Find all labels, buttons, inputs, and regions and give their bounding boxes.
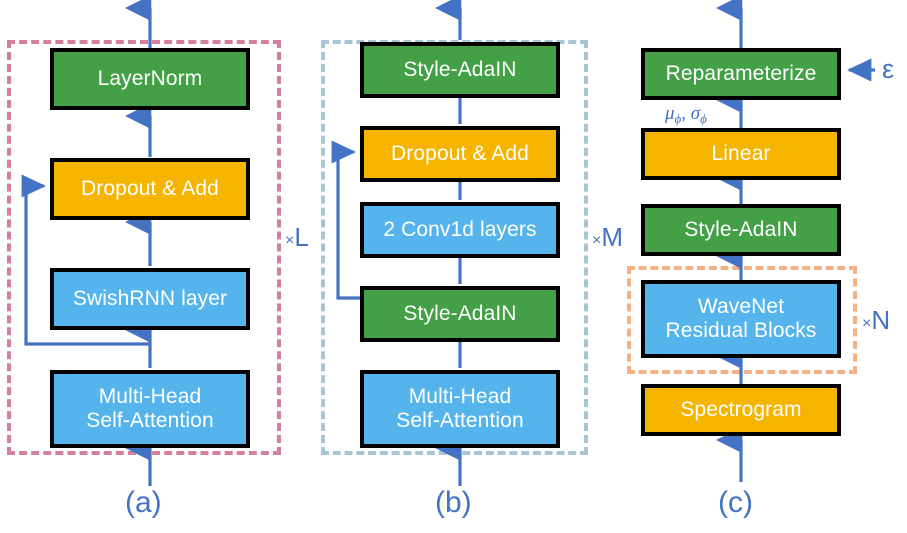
- panel-b-block-two-conv1d-layers[interactable]: 2 Conv1d layers: [360, 202, 560, 258]
- panel-a-caption: (a): [125, 486, 162, 519]
- panel-a-block-layernorm[interactable]: LayerNorm: [50, 48, 250, 110]
- mu-subscript: ϕ: [674, 111, 682, 126]
- panel-c-caption: (c): [718, 486, 753, 519]
- epsilon-input-label: ε: [882, 54, 895, 84]
- panel-a-repeat-label: ×L: [285, 222, 309, 253]
- panel-b-repeat-symbol: M: [601, 222, 624, 252]
- sigma-subscript: ϕ: [700, 111, 707, 126]
- panel-b-repeat-label: ×M: [592, 222, 623, 253]
- mu-symbol: μ: [665, 103, 675, 124]
- panel-c-block-wavenet-residual-blocks[interactable]: WaveNet Residual Blocks: [641, 280, 841, 358]
- panel-b-block-multi-head-self-attention[interactable]: Multi-Head Self-Attention: [360, 370, 560, 448]
- panel-c-block-linear[interactable]: Linear: [641, 128, 841, 180]
- panel-b-block-dropout-add[interactable]: Dropout & Add: [360, 126, 560, 182]
- sigma-symbol: σ: [690, 103, 701, 124]
- panel-a-block-multi-head-self-attention[interactable]: Multi-Head Self-Attention: [50, 370, 250, 448]
- panel-c-block-reparameterize[interactable]: Reparameterize: [641, 48, 841, 100]
- mu-sigma-label: μϕ, σϕ: [665, 103, 707, 127]
- panel-c-block-spectrogram[interactable]: Spectrogram: [641, 384, 841, 436]
- panel-c-block-style-adain[interactable]: Style-AdaIN: [641, 204, 841, 256]
- mu-sigma-separator: ,: [681, 103, 691, 124]
- panel-b-caption: (b): [435, 486, 472, 519]
- panel-a-repeat-symbol: L: [294, 222, 309, 252]
- panel-b-block-style-adain-top[interactable]: Style-AdaIN: [360, 42, 560, 98]
- wavenet-residual-group-repeat-label: ×N: [862, 305, 890, 336]
- panel-c-repeat-symbol: N: [871, 305, 891, 335]
- panel-a-block-dropout-add[interactable]: Dropout & Add: [50, 158, 250, 220]
- panel-b-repeat-times: ×: [592, 232, 602, 249]
- panel-a-repeat-times: ×: [285, 232, 295, 249]
- panel-b-block-style-adain-bottom[interactable]: Style-AdaIN: [360, 286, 560, 342]
- panel-c-repeat-times: ×: [862, 315, 872, 332]
- panel-a-block-swishrnn-layer[interactable]: SwishRNN layer: [50, 268, 250, 330]
